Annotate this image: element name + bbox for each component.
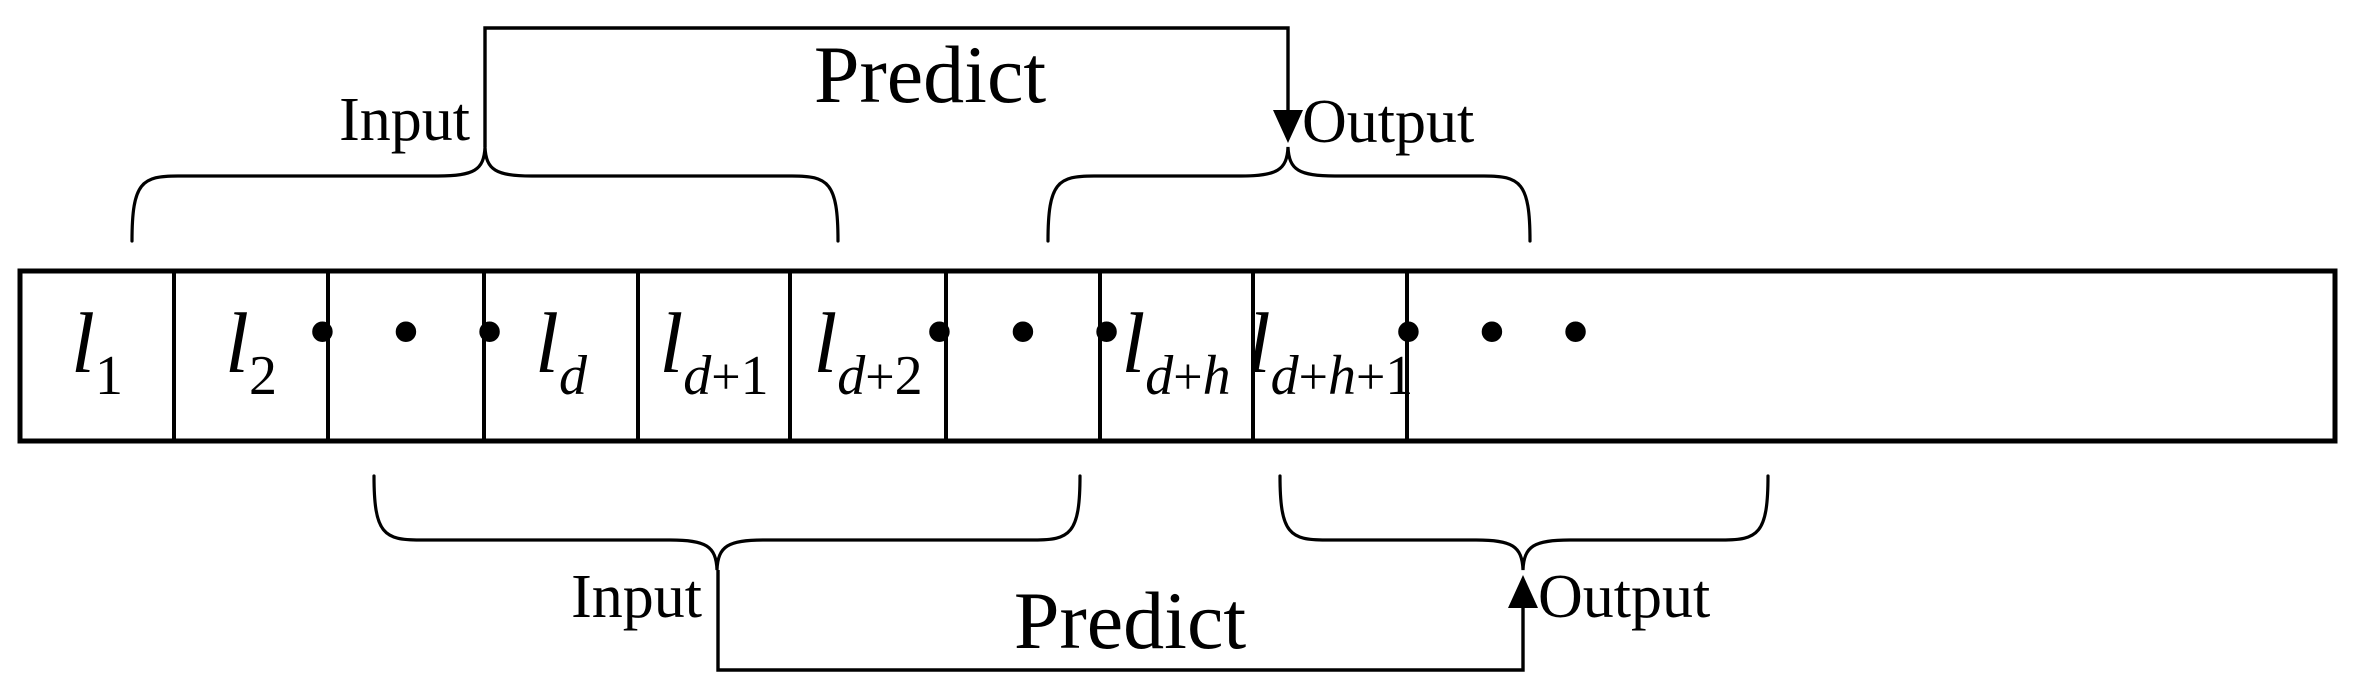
cell-9-sub-3: + xyxy=(1356,349,1385,406)
cell-2-base: l xyxy=(225,295,249,391)
cell-label-2: l2 xyxy=(225,295,277,407)
bottom-predict-label: Predict xyxy=(1014,575,1246,666)
top-output-brace xyxy=(1046,146,1532,243)
cell-5-sub-2: 1 xyxy=(741,345,769,407)
cell-label-6: ld+2 xyxy=(813,295,922,407)
top-input-label: Input xyxy=(339,86,470,154)
bottom-predict-connector xyxy=(716,570,1538,672)
cell-2-sub-0: 2 xyxy=(249,345,277,407)
cell-6-sub-2: 2 xyxy=(895,345,923,407)
cell-label-4: ld xyxy=(535,295,588,407)
cell-label-5: ld+1 xyxy=(659,295,768,407)
cell-6-sub-1: + xyxy=(865,349,894,406)
cell-5-sub-1: + xyxy=(711,349,740,406)
cell-5-sub-0: d xyxy=(683,345,712,407)
cell-9-base: l xyxy=(1247,295,1271,391)
cell-6-base: l xyxy=(813,295,837,391)
bottom-output-brace xyxy=(1278,474,1770,571)
cell-8-sub-1: + xyxy=(1173,349,1202,406)
top-input-brace xyxy=(130,146,840,243)
cell-9-sub-4: 1 xyxy=(1385,345,1413,407)
cell-label-10-ellipsis: • • • xyxy=(1393,283,1606,379)
top-output-label: Output xyxy=(1302,88,1474,156)
sequence-table-outline xyxy=(17,268,2338,444)
cell-1-base: l xyxy=(71,295,95,391)
cell-9-sub-1: + xyxy=(1299,349,1328,406)
cell-9-sub-0: d xyxy=(1271,345,1300,407)
cell-8-sub-2: h xyxy=(1203,345,1231,407)
cell-label-9: ld+h+1 xyxy=(1247,295,1414,407)
cell-5-base: l xyxy=(659,295,683,391)
cell-9-sub-2: h xyxy=(1328,345,1356,407)
cell-label-1: l1 xyxy=(71,295,123,407)
cell-label-3-ellipsis: • • • xyxy=(307,283,520,379)
top-predict-arrowhead xyxy=(1273,110,1303,143)
cell-1-sub-0: 1 xyxy=(95,345,123,407)
cell-8-base: l xyxy=(1121,295,1145,391)
bottom-input-label: Input xyxy=(571,563,702,631)
cell-4-base: l xyxy=(535,295,559,391)
cell-label-8: ld+h xyxy=(1121,295,1230,407)
bottom-input-brace xyxy=(372,474,1082,571)
bottom-output-label: Output xyxy=(1538,563,1710,631)
cell-4-sub-0: d xyxy=(559,345,588,407)
cell-6-sub-0: d xyxy=(837,345,866,407)
sequence-table: l1 l2 • • • ld ld+1 ld+2 • • • ld+h ld+h… xyxy=(17,268,2338,444)
cell-8-sub-0: d xyxy=(1145,345,1174,407)
top-predict-label: Predict xyxy=(814,29,1046,120)
bottom-predict-arrowhead xyxy=(1508,575,1538,608)
cell-label-7-ellipsis: • • • xyxy=(924,283,1137,379)
top-predict-connector xyxy=(483,26,1303,147)
